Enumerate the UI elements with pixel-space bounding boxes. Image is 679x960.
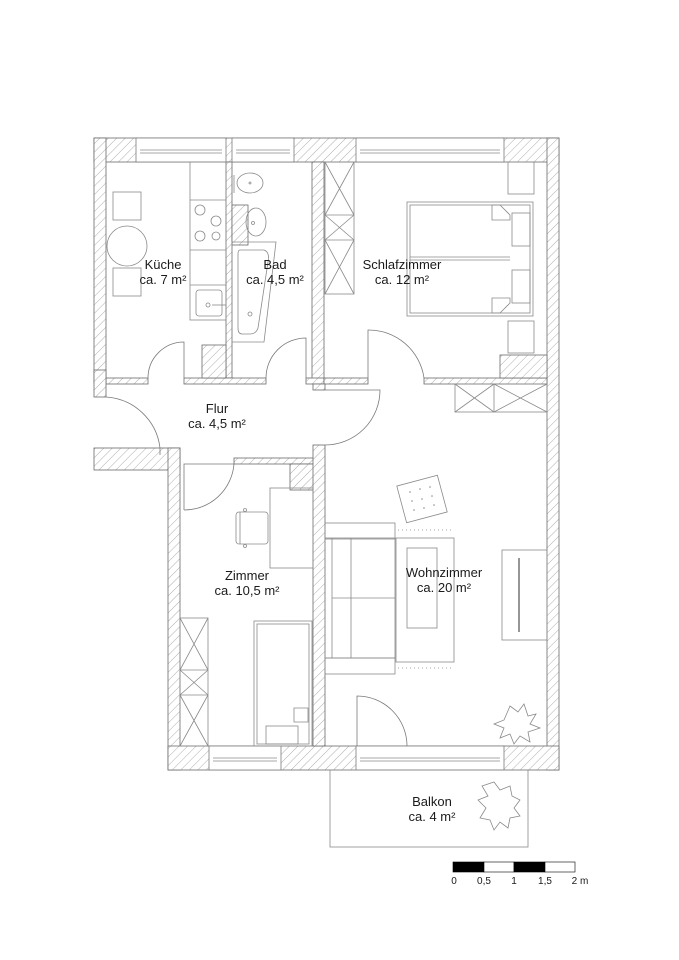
door-schlafzimmer <box>367 329 425 379</box>
scale-tick-label: 0,5 <box>477 876 491 887</box>
stove-icon <box>194 204 222 242</box>
tv-sideboard-icon <box>501 549 548 641</box>
coffee-table-icon <box>406 547 438 629</box>
bedroom-furniture <box>324 161 535 354</box>
room-name: Wohnzimmer <box>406 565 483 580</box>
room-label-kueche: Küche ca. 7 m² <box>140 257 188 287</box>
room-area: ca. 7 m² <box>140 272 188 287</box>
scale-tick-label: 1 <box>511 876 517 887</box>
room-area: ca. 20 m² <box>417 580 472 595</box>
plant-icon <box>492 703 542 745</box>
wardrobe-icon <box>324 161 355 295</box>
window-schlafzimmer <box>355 137 505 163</box>
room-label-bad: Bad ca. 4,5 m² <box>246 257 304 287</box>
room-name: Flur <box>206 401 229 416</box>
bathroom-furniture <box>231 172 277 343</box>
room-area: ca. 4 m² <box>409 809 457 824</box>
wardrobe-icon <box>454 383 548 413</box>
plant-icon <box>477 781 521 831</box>
window-bad <box>231 137 295 163</box>
scale-segment <box>483 861 515 873</box>
window-kueche <box>135 137 227 163</box>
toilet-icon <box>233 172 264 194</box>
living-room-furniture <box>324 383 548 745</box>
interior-walls <box>93 161 548 747</box>
doors <box>105 329 425 747</box>
room-area: ca. 10,5 m² <box>214 583 280 598</box>
room-name: Bad <box>263 257 286 272</box>
scale-segment <box>544 861 576 873</box>
scale-tick-label: 1,5 <box>538 876 552 887</box>
scale-tick-label: 2 m <box>572 876 589 887</box>
door-entrance <box>105 396 161 449</box>
dining-table-icon <box>106 191 148 297</box>
room-area: ca. 4,5 m² <box>188 416 246 431</box>
nightstand-icon <box>507 161 535 354</box>
rug-icon <box>395 529 455 669</box>
window-zimmer <box>208 745 282 771</box>
cushion-icon <box>396 474 448 524</box>
balcony <box>329 769 529 848</box>
sofa-icon <box>324 522 396 675</box>
scale-segment <box>513 861 546 873</box>
windows <box>135 137 505 771</box>
scale-bar: 0 0,5 1 1,5 2 m <box>451 861 589 887</box>
washbasin-icon <box>245 207 267 237</box>
room-label-balkon: Balkon ca. 4 m² <box>409 794 457 824</box>
room-name: Balkon <box>412 794 452 809</box>
room-label-wohnzimmer: Wohnzimmer ca. 20 m² <box>406 565 483 595</box>
door-bad <box>265 337 307 379</box>
room-label-flur: Flur ca. 4,5 m² <box>188 401 246 431</box>
room-name: Schlafzimmer <box>363 257 442 272</box>
door-balkon <box>356 695 408 747</box>
sink-icon <box>195 289 226 317</box>
single-bed-icon <box>253 620 313 747</box>
double-bed-icon <box>406 201 534 317</box>
room-furniture <box>179 487 314 747</box>
scale-segment <box>452 861 485 873</box>
room-name: Zimmer <box>225 568 270 583</box>
room-area: ca. 12 m² <box>375 272 430 287</box>
scale-tick-label: 0 <box>451 876 457 887</box>
bathtub-icon <box>231 241 277 343</box>
chair-icon <box>235 508 269 548</box>
room-label-schlafzimmer: Schlafzimmer ca. 12 m² <box>363 257 442 287</box>
room-label-zimmer: Zimmer ca. 10,5 m² <box>214 568 280 598</box>
door-wohnzimmer <box>324 389 381 446</box>
kitchen-counter <box>189 161 227 321</box>
kitchen-furniture <box>106 161 227 321</box>
room-area: ca. 4,5 m² <box>246 272 304 287</box>
outer-walls <box>93 137 560 771</box>
wardrobe-icon <box>179 617 209 747</box>
room-name: Küche <box>145 257 182 272</box>
door-kueche <box>147 341 185 379</box>
desk-icon <box>269 487 314 569</box>
balcony-door-window <box>355 745 505 771</box>
door-zimmer <box>183 463 235 511</box>
